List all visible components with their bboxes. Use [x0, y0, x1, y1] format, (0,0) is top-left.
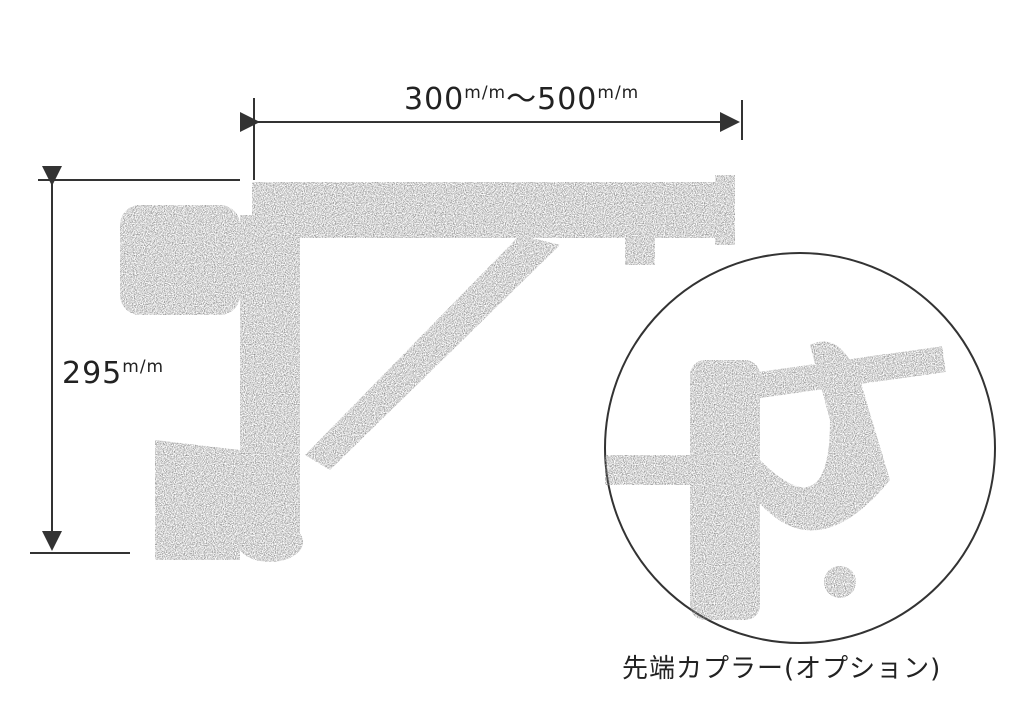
width-min-value: 300: [404, 82, 465, 117]
height-dimension: [30, 166, 240, 554]
height-dimension-label: 295m/m: [62, 356, 165, 391]
unit: m/m: [122, 357, 165, 377]
coupler-inset: [604, 252, 996, 644]
width-dimension-label: 300m/m～500m/m: [404, 74, 639, 118]
width-dimension: [240, 98, 743, 180]
height-value: 295: [62, 356, 123, 391]
unit: m/m: [597, 83, 640, 103]
bracket-body: [120, 175, 735, 562]
range-separator: ～: [506, 82, 538, 117]
unit: m/m: [464, 83, 507, 103]
inset-caption: 先端カプラー(オプション): [622, 654, 942, 684]
width-max-value: 500: [537, 82, 598, 117]
